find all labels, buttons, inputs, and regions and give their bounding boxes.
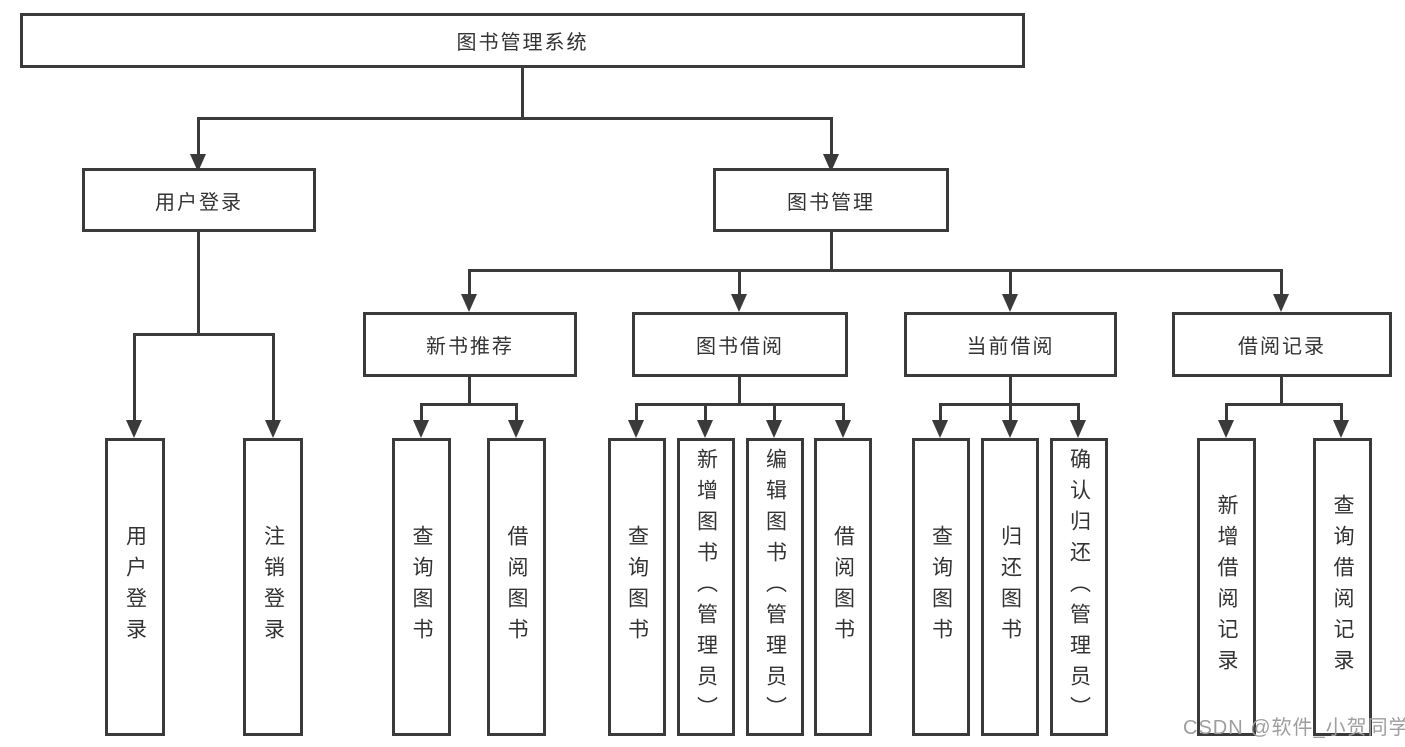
node-root-system: 图书管理系统: [20, 13, 1025, 68]
connector-bb-vline: [738, 377, 741, 406]
arrow-down-icon: [413, 420, 429, 438]
connector-root-hline: [197, 117, 833, 120]
connector-bb-drop-1: [635, 403, 638, 420]
connector-drop-book-borrow: [738, 269, 741, 295]
leaf-rec-query-book: 查询图书: [392, 438, 451, 736]
leaf-cb-return-book: 归还图书: [981, 438, 1039, 736]
connector-br-drop-2: [1340, 403, 1343, 420]
csdn-watermark: CSDN @软件_小贺同学: [1183, 717, 1405, 739]
leaf-bb-add-book-admin-label: 新增图书（管理员）: [694, 447, 718, 727]
connector-mgmt-vline: [830, 232, 833, 272]
leaf-rec-query-book-label: 查询图书: [410, 525, 433, 649]
leaf-br-query-record: 查询借阅记录: [1313, 438, 1372, 736]
leaf-logout-label: 注销登录: [261, 525, 285, 649]
node-new-book-rec: 新书推荐: [363, 312, 577, 377]
arrow-down-icon: [932, 420, 948, 438]
leaf-cb-confirm-return-admin: 确认归还（管理员）: [1050, 438, 1108, 736]
leaf-br-query-record-label: 查询借阅记录: [1331, 494, 1354, 680]
arrow-down-icon: [628, 420, 644, 438]
connector-root-vline: [521, 68, 524, 117]
connector-drop-borrow-records: [1280, 269, 1283, 295]
connector-user-hline: [133, 333, 275, 336]
leaf-br-add-record: 新增借阅记录: [1197, 438, 1256, 736]
arrow-down-icon: [697, 420, 713, 438]
leaf-rec-borrow-book-label: 借阅图书: [505, 525, 528, 649]
connector-rec-vline: [468, 377, 471, 406]
arrow-down-icon: [1273, 294, 1289, 312]
leaf-bb-query-book-label: 查询图书: [625, 525, 649, 649]
connector-br-vline: [1280, 377, 1283, 406]
node-user-login: 用户登录: [82, 168, 316, 232]
node-root-label: 图书管理系统: [456, 32, 589, 54]
arrow-down-icon: [126, 420, 142, 438]
connector-rec-hline: [420, 403, 518, 406]
leaf-br-add-record-label: 新增借阅记录: [1215, 494, 1238, 680]
connector-cb-drop-2: [1009, 403, 1012, 420]
connector-br-drop-1: [1225, 403, 1228, 420]
arrow-down-icon: [265, 420, 281, 438]
arrow-down-icon: [190, 154, 206, 172]
leaf-cb-query-book: 查询图书: [912, 438, 970, 736]
leaf-cb-return-book-label: 归还图书: [998, 525, 1022, 649]
leaf-bb-edit-book-admin-label: 编辑图书（管理员）: [763, 447, 787, 727]
arrow-down-icon: [1002, 294, 1018, 312]
connector-drop-current-borrow: [1009, 269, 1012, 295]
arrow-down-icon: [766, 420, 782, 438]
leaf-user-login: 用户登录: [105, 438, 165, 736]
leaf-rec-borrow-book: 借阅图书: [487, 438, 546, 736]
arrow-down-icon: [835, 420, 851, 438]
connector-drop-leaf-logout: [272, 333, 275, 420]
arrow-down-icon: [1333, 420, 1349, 438]
node-borrow-records-label: 借阅记录: [1238, 336, 1326, 358]
arrow-down-icon: [823, 154, 839, 172]
leaf-bb-query-book: 查询图书: [608, 438, 666, 736]
node-book-mgmt: 图书管理: [713, 168, 949, 232]
connector-drop-leaf-login: [133, 333, 136, 420]
leaf-bb-edit-book-admin: 编辑图书（管理员）: [746, 438, 804, 736]
node-borrow-records: 借阅记录: [1172, 312, 1392, 377]
arrow-down-icon: [1070, 420, 1086, 438]
connector-rec-drop-1: [420, 403, 423, 420]
connector-mgmt-hline: [468, 269, 1283, 272]
connector-cb-drop-3: [1077, 403, 1080, 420]
connector-bb-drop-2: [704, 403, 707, 420]
arrow-down-icon: [461, 294, 477, 312]
node-book-mgmt-label: 图书管理: [787, 191, 875, 214]
node-book-borrow: 图书借阅: [632, 312, 848, 377]
leaf-cb-confirm-return-admin-label: 确认归还（管理员）: [1067, 447, 1091, 727]
leaf-bb-borrow-book: 借阅图书: [814, 438, 872, 736]
leaf-cb-query-book-label: 查询图书: [929, 525, 953, 649]
connector-drop-book-mgmt: [830, 117, 833, 154]
connector-bb-hline: [635, 403, 845, 406]
leaf-bb-borrow-book-label: 借阅图书: [831, 525, 855, 649]
arrow-down-icon: [508, 420, 524, 438]
node-user-login-label: 用户登录: [155, 191, 243, 214]
connector-br-hline: [1225, 403, 1343, 406]
connector-user-vline: [197, 232, 200, 336]
node-new-book-rec-label: 新书推荐: [426, 336, 514, 358]
connector-cb-vline: [1009, 377, 1012, 406]
node-current-borrow-label: 当前借阅: [966, 336, 1055, 358]
leaf-user-login-label: 用户登录: [123, 525, 147, 649]
arrow-down-icon: [1002, 420, 1018, 438]
node-book-borrow-label: 图书借阅: [696, 336, 784, 358]
connector-bb-drop-4: [842, 403, 845, 420]
arrow-down-icon: [1218, 420, 1234, 438]
connector-bb-drop-3: [773, 403, 776, 420]
leaf-logout: 注销登录: [243, 438, 303, 736]
connector-cb-drop-1: [939, 403, 942, 420]
connector-drop-new-book: [468, 269, 471, 295]
connector-rec-drop-2: [515, 403, 518, 420]
node-current-borrow: 当前借阅: [904, 312, 1117, 377]
connector-drop-user-login: [197, 117, 200, 154]
arrow-down-icon: [731, 294, 747, 312]
leaf-bb-add-book-admin: 新增图书（管理员）: [677, 438, 735, 736]
